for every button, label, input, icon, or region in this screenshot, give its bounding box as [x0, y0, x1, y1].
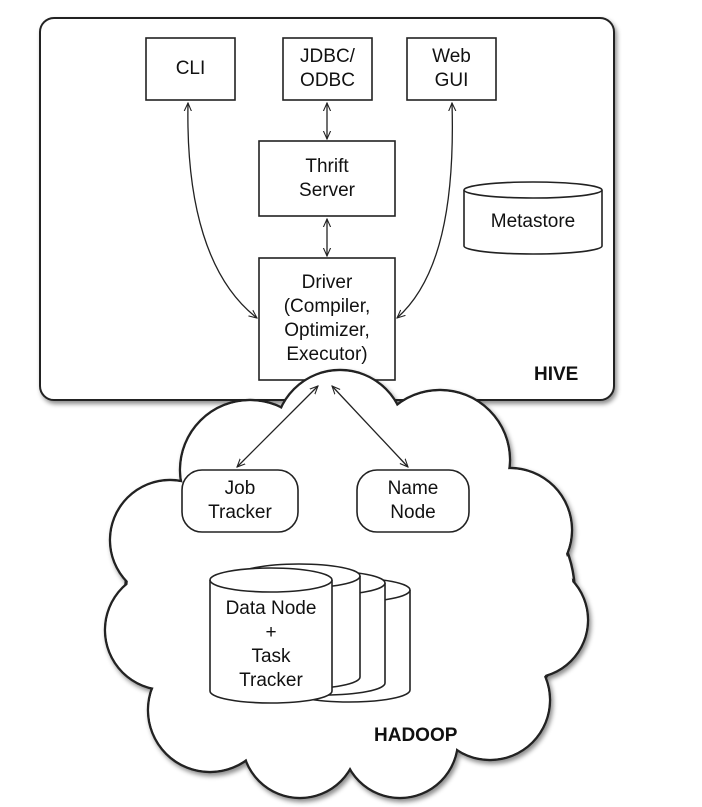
hadoop-label: HADOOP	[374, 725, 458, 746]
arrow-webgui-driver	[397, 103, 452, 318]
data-node-cylinder-1	[209, 567, 333, 704]
cli-label: CLI	[175, 58, 206, 79]
cli-box	[145, 37, 236, 101]
web-gui-label: Web GUI	[432, 46, 471, 91]
thrift-server-label: Thrift Server	[299, 155, 355, 201]
job-tracker-label: Job Tracker	[208, 478, 272, 523]
name-node-box	[356, 469, 470, 533]
arrow-driver-jobtracker	[237, 386, 318, 467]
thrift-server-box	[258, 140, 396, 217]
data-node-label: Data Node + Task Tracker	[225, 598, 317, 691]
name-node-label: Name Node	[387, 478, 439, 523]
hive-label: HIVE	[534, 364, 579, 385]
arrow-driver-namenode	[332, 386, 408, 467]
metastore-cylinder	[463, 181, 603, 255]
job-tracker-box	[181, 469, 299, 533]
data-node-stack	[209, 563, 411, 704]
web-gui-box	[406, 37, 497, 101]
jdbc-odbc-label: JDBC/ ODBC	[300, 46, 355, 91]
metastore-label: Metastore	[490, 211, 576, 232]
jdbc-odbc-box	[282, 37, 373, 101]
driver-label: Driver (Compiler, Optimizer, Executor)	[283, 272, 371, 365]
arrow-cli-driver	[188, 103, 257, 318]
